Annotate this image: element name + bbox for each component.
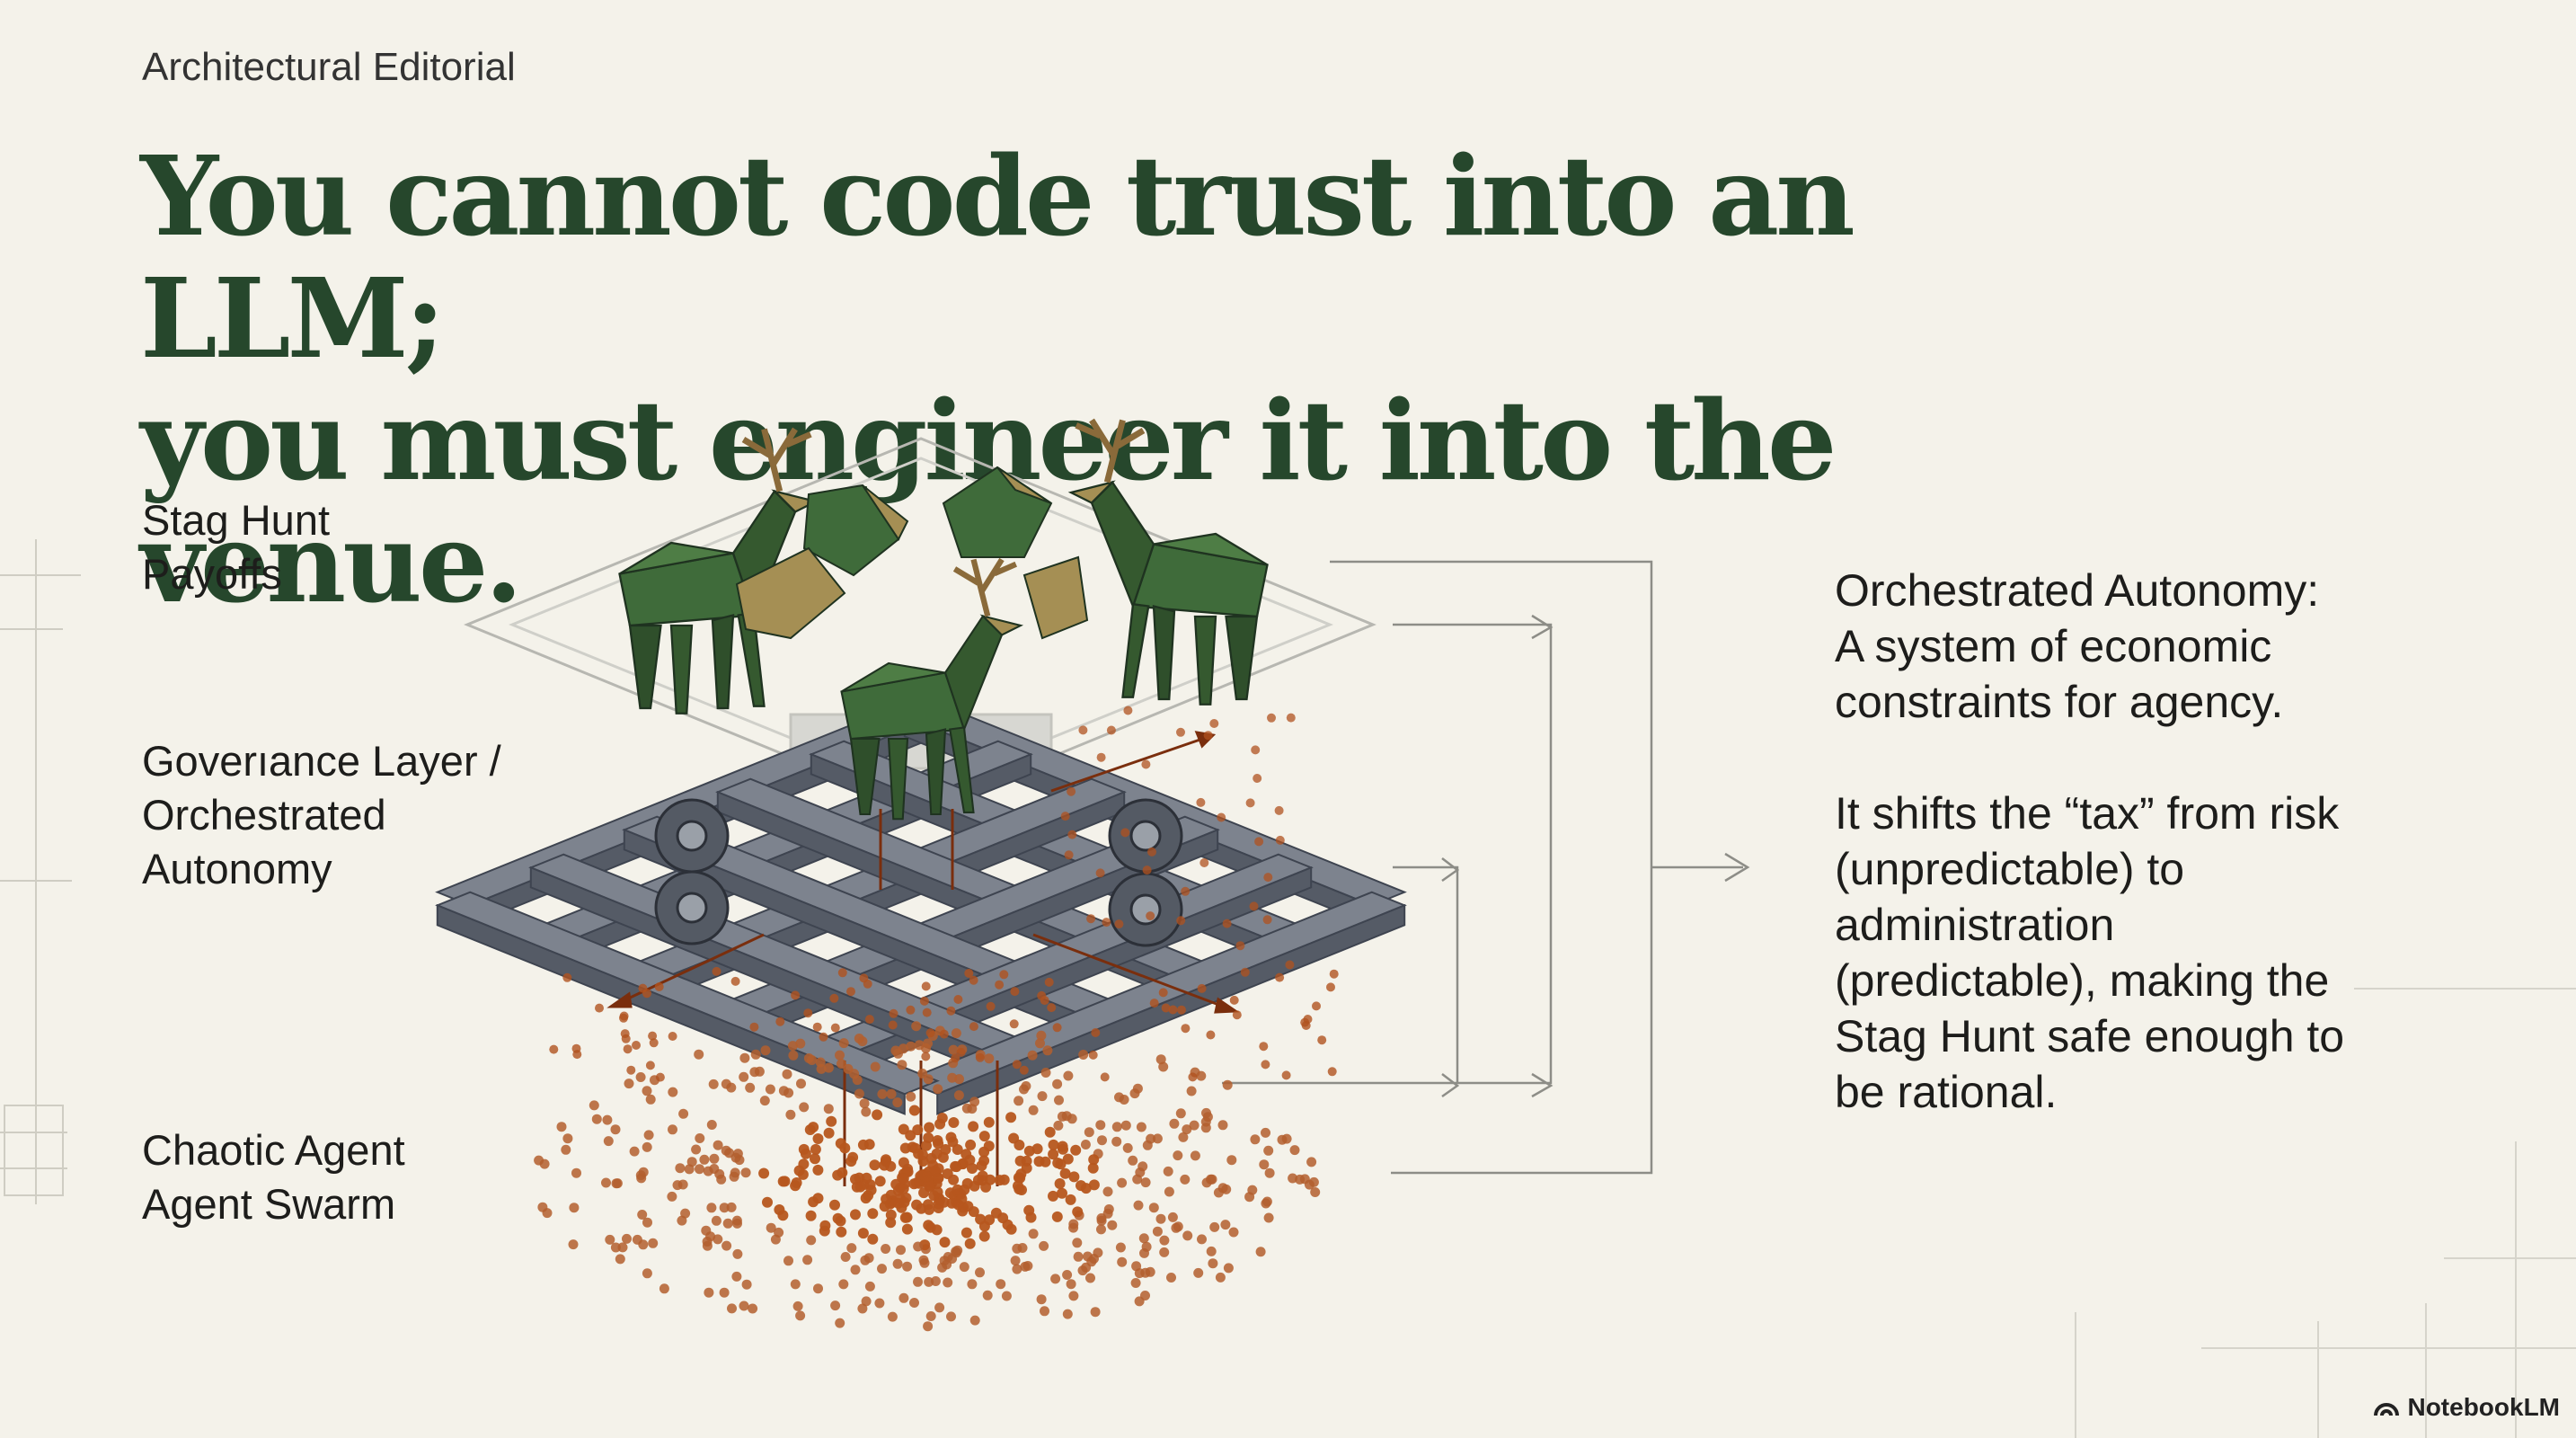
label-agent-swarm: Chaotic Agent Agent Swarm (142, 1126, 405, 1228)
label-governance-layer: Goverıance Layer / Orchestrated Autonomy (142, 737, 501, 892)
agent-swarm (534, 706, 1339, 1332)
gear-icon-group (654, 798, 1183, 947)
blueprint-sketch-right (2075, 988, 2576, 1438)
headline: You cannot code trust into an LLM; you m… (140, 135, 2117, 624)
stag-icon-group (618, 418, 1269, 821)
label-stag-hunt-payoffs: Stag Hunt Payoffs (142, 496, 331, 598)
side-note: Orchestrated Autonomy: A system of econo… (1835, 565, 2345, 1117)
brand-badge: NotebookLM (2373, 1393, 2560, 1422)
headline-line-1: You cannot code trust into an LLM; (140, 131, 1855, 383)
stag-icon (1067, 418, 1269, 706)
blueprint-sketch-left (0, 539, 81, 1204)
eyebrow-label: Architectural Editorial (142, 45, 516, 89)
connector-brackets (1222, 560, 1750, 1175)
stag-icon (840, 557, 1024, 821)
notebooklm-logo-icon (2374, 1403, 2400, 1416)
headline-line-2: you must engineer it into the venue. (140, 376, 1837, 627)
